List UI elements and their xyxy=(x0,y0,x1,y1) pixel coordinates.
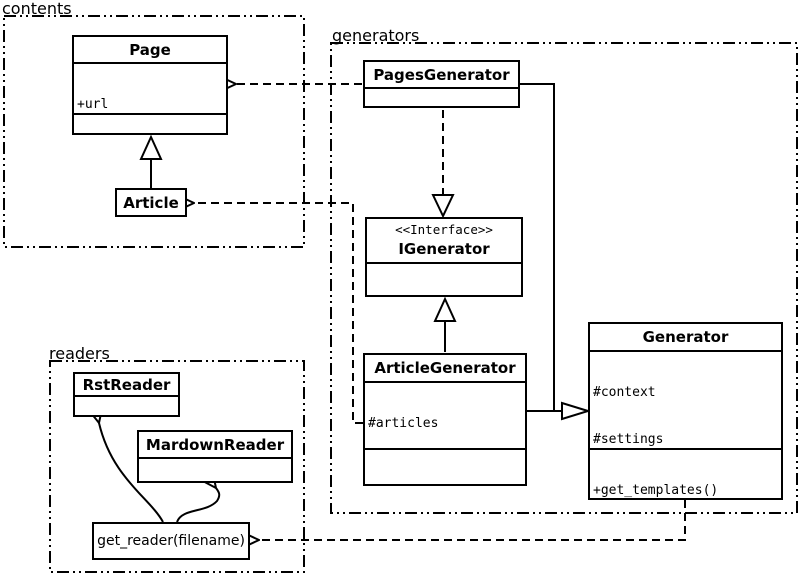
attribute: #articles xyxy=(368,416,439,432)
package-border-contents xyxy=(3,15,305,248)
attributes-compartment: +url +slug +summary xyxy=(74,62,226,113)
class-title-articlegenerator: ArticleGenerator xyxy=(374,359,516,377)
dependency-generator-to-getreader[interactable] xyxy=(259,500,686,540)
arrow-getreader-to-markdownreader[interactable] xyxy=(176,488,221,523)
package-label-contents: contents xyxy=(2,0,72,18)
dependency-articlegenerator-to-article[interactable] xyxy=(194,203,363,424)
class-box-article[interactable]: Article xyxy=(115,188,187,217)
class-title-page: Page xyxy=(129,40,171,59)
class-box-rstreader[interactable]: RstReader +read() xyxy=(73,372,180,417)
inheritance-triangle-igenerator-bottom xyxy=(433,296,457,322)
method: +generate_feeds() xyxy=(368,484,524,486)
method: +get_templates() xyxy=(593,483,719,499)
class-title-article: Article xyxy=(123,193,179,212)
class-box-markdownreader[interactable]: MardownReader +read() xyxy=(137,430,293,483)
attribute: +url xyxy=(77,97,109,113)
methods-compartment: +read() xyxy=(139,457,291,481)
class-box-page[interactable]: Page +url +slug +summary +check_properti… xyxy=(72,35,228,135)
package-border-generators xyxy=(330,42,798,514)
node-get-reader[interactable]: get_reader(filename) xyxy=(92,522,250,560)
methods-compartment: +generate_context() +generate_output() xyxy=(367,262,521,295)
node-get-reader-label: get_reader(filename) xyxy=(97,533,245,549)
attributes-compartment: #context #settings #path #theme #output_… xyxy=(590,350,781,448)
arrow-getreader-to-rstreader[interactable] xyxy=(99,423,164,523)
attributes-compartment: #articles #dates #tags #categories xyxy=(365,381,525,448)
class-box-generator[interactable]: Generator #context #settings #path #them… xyxy=(588,322,783,500)
class-title-markdownreader: MardownReader xyxy=(145,435,285,454)
methods-compartment: +check_properties() xyxy=(74,113,226,133)
class-title-rstreader: RstReader xyxy=(82,375,171,394)
inheritance-pagesgenerator-to-generator[interactable] xyxy=(520,83,555,411)
class-box-pagesgenerator[interactable]: PagesGenerator #pages xyxy=(363,60,520,108)
class-box-igenerator[interactable]: <<Interface>> IGenerator +generate_conte… xyxy=(365,217,523,297)
realization-triangle-igenerator-top xyxy=(431,194,455,219)
methods-compartment: +get_templates() +get_files(path,exclude… xyxy=(590,448,781,499)
class-title-igenerator: IGenerator xyxy=(398,240,490,258)
attributes-compartment: #pages xyxy=(365,87,518,106)
package-label-generators: generators xyxy=(332,26,420,45)
class-title-generator: Generator xyxy=(642,328,729,346)
package-label-readers: readers xyxy=(49,344,110,363)
package-border-readers xyxy=(49,360,305,573)
class-header-igenerator: <<Interface>> IGenerator xyxy=(367,219,521,262)
attribute: #context xyxy=(593,384,656,400)
methods-compartment: +generate_feeds() +generate_pages() xyxy=(365,448,525,486)
class-title-pagesgenerator: PagesGenerator xyxy=(373,65,510,84)
class-box-articlegenerator[interactable]: ArticleGenerator #articles #dates #tags … xyxy=(363,353,527,486)
inheritance-triangle-page xyxy=(139,134,163,160)
inheritance-triangle-generator xyxy=(561,401,592,421)
attribute: #settings xyxy=(593,431,664,447)
stereotype-label: <<Interface>> xyxy=(395,222,493,237)
methods-compartment: +read() xyxy=(75,395,178,415)
